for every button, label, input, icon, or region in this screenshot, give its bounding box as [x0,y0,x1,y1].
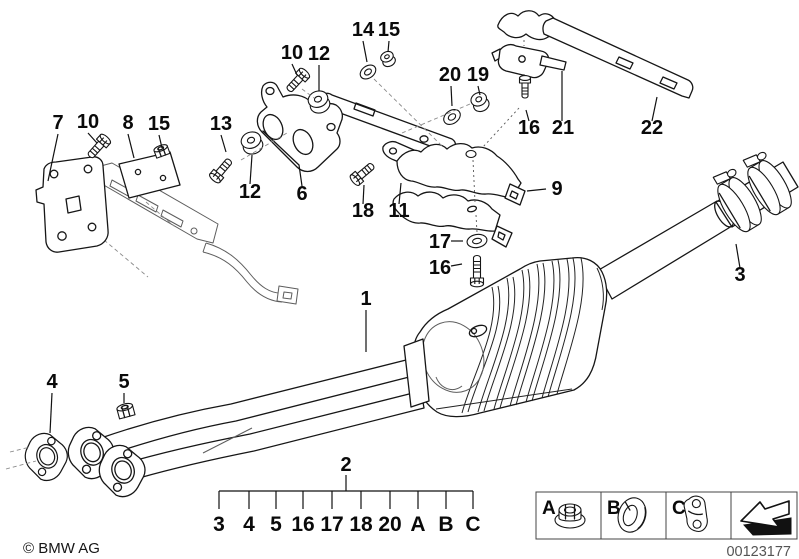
part-19-grommet [470,91,490,113]
callout-18: 18 [352,200,374,222]
callout-8: 8 [122,112,133,134]
callout-15: 15 [378,19,400,41]
construction-line [9,446,31,453]
callout-13: 13 [210,113,232,135]
flange-nut-icon [554,503,586,529]
legend-key-A: A [542,498,556,519]
group-item-3: 3 [213,513,225,536]
legend-key-C: C [672,498,686,519]
callout-5: 5 [118,371,129,393]
part-3-exhaust-clamp [712,151,792,233]
lower-pipe-flange [98,444,146,498]
construction-line [202,427,253,454]
part-15-nut [153,144,171,159]
part-1-front-muffler [403,256,608,418]
callout-10: 10 [77,111,99,133]
callout-11: 11 [388,200,409,222]
callout-12: 12 [239,181,261,203]
callout-12: 12 [308,43,330,65]
part-8-bracket-bar [118,151,181,199]
parts-group-bracket [218,475,474,509]
parts-group-items: 3 4 5 16 17 18 20 A B C [213,513,480,536]
assembly-axes [240,78,471,161]
group-item-20: 20 [378,513,401,536]
callout-7: 7 [52,112,63,134]
group-item-16: 16 [291,513,314,536]
rubber-mounting-ring-icon [617,497,647,533]
part-7-bracket-plate [35,156,109,253]
part-21-bracket [482,10,567,148]
copyright-text: © BMW AG [23,540,100,557]
group-item-18: 18 [349,513,373,536]
group-item-B: B [438,513,453,536]
exhaust-hanger-bracket-icon [683,495,708,532]
callout-1: 1 [360,288,371,310]
group-item-C: C [465,513,480,536]
group-item-4: 4 [243,513,255,536]
group-item-5: 5 [270,513,282,536]
part-16-bolt [469,254,485,288]
callout-16: 16 [429,257,451,279]
part-10-bolt [286,67,311,93]
part-18-bolt [349,163,375,186]
callout-4: 4 [46,371,58,393]
part-17-washer [466,233,488,249]
callout-21: 21 [552,117,574,139]
part-20-washer [443,109,461,125]
part-4-gasket [24,432,68,482]
callout-20: 20 [439,64,461,86]
part-16-bolt [518,75,532,99]
callout-2: 2 [340,454,351,476]
part-6-bracket [256,81,343,173]
part-12-grommet [240,131,264,155]
callout-labels: 7 10 8 15 13 12 10 12 6 14 15 20 19 16 2… [46,19,745,476]
callout-leaders [47,40,741,434]
part-9-pipe-clamp [392,142,526,248]
callout-3: 3 [734,264,745,286]
drawing-number: 00123177 [726,544,791,559]
callout-6: 6 [296,183,307,205]
callout-19: 19 [467,64,489,86]
group-item-17: 17 [320,513,343,536]
callout-9: 9 [551,178,562,200]
callout-15: 15 [148,113,170,135]
front-pipes [100,356,425,479]
callout-17: 17 [429,231,451,253]
construction-line [5,460,37,470]
callout-22: 22 [641,117,663,139]
callout-16: 16 [518,117,540,139]
callout-10: 10 [281,42,303,64]
part-22-support-strap [542,17,694,99]
group-item-A: A [410,513,425,536]
part-13-bolt [209,158,232,184]
part-5-nut [116,402,136,420]
legend-table: A B C [535,491,798,540]
direction-arrow-icon [740,500,792,536]
part-12-grommet [307,90,331,114]
part-10-bolt [87,133,112,159]
callout-14: 14 [352,19,375,41]
part-15-nut [380,50,396,68]
part-14-washer [359,64,377,80]
legend-key-B: B [607,498,621,519]
